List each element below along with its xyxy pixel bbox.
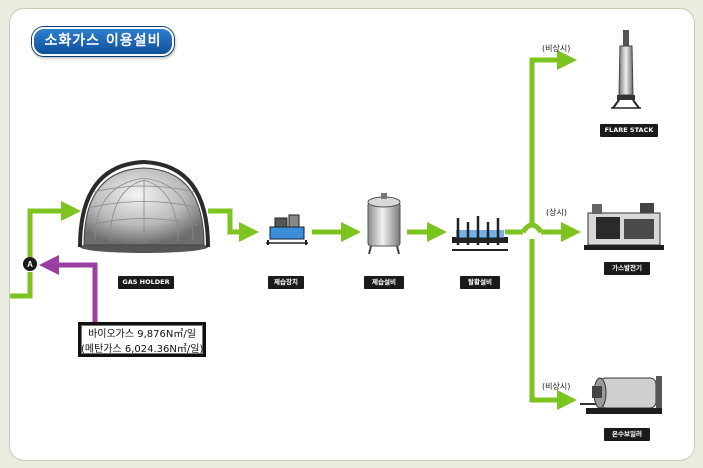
- generator-illustration: [584, 203, 664, 250]
- desulfurization-label: 탈황설비: [460, 276, 500, 289]
- dehumidifier-illustration: [266, 214, 308, 245]
- generator-branch-note: (상시): [546, 208, 567, 217]
- valve-a-symbol: A: [23, 257, 37, 271]
- tank-label: 제습설비: [364, 276, 404, 289]
- tank-illustration: [367, 193, 401, 255]
- biogas-inflow-box: 바이오가스 9,876N㎥/일 (메탄가스 6,024.36N㎥/일): [78, 322, 206, 357]
- flare-stack-label: FLARE STACK: [600, 124, 658, 137]
- gas-holder-label: GAS HOLDER: [118, 276, 174, 289]
- desulfurization-illustration: [452, 216, 508, 251]
- methane-flow-line: (메탄가스 6,024.36N㎥/일): [81, 344, 204, 355]
- boiler-label: 온수보일러: [604, 428, 650, 441]
- flare-stack-illustration: [611, 30, 641, 109]
- biogas-flow-line: 바이오가스 9,876N㎥/일: [88, 329, 196, 340]
- biogas-inflow-line: [39, 255, 98, 322]
- boiler-illustration: [580, 376, 662, 414]
- generator-label: 가스발전기: [604, 262, 650, 275]
- diagram-title: 소화가스 이용설비: [32, 27, 174, 56]
- boiler-branch-note: (비상시): [542, 382, 571, 391]
- gas-flow-lines: [10, 50, 581, 410]
- flare-branch-note: (비상시): [542, 44, 571, 53]
- valve-a-label: A: [27, 260, 33, 269]
- gas-holder-illustration: [78, 159, 210, 253]
- dehumidifier-label: 제습장치: [268, 276, 304, 289]
